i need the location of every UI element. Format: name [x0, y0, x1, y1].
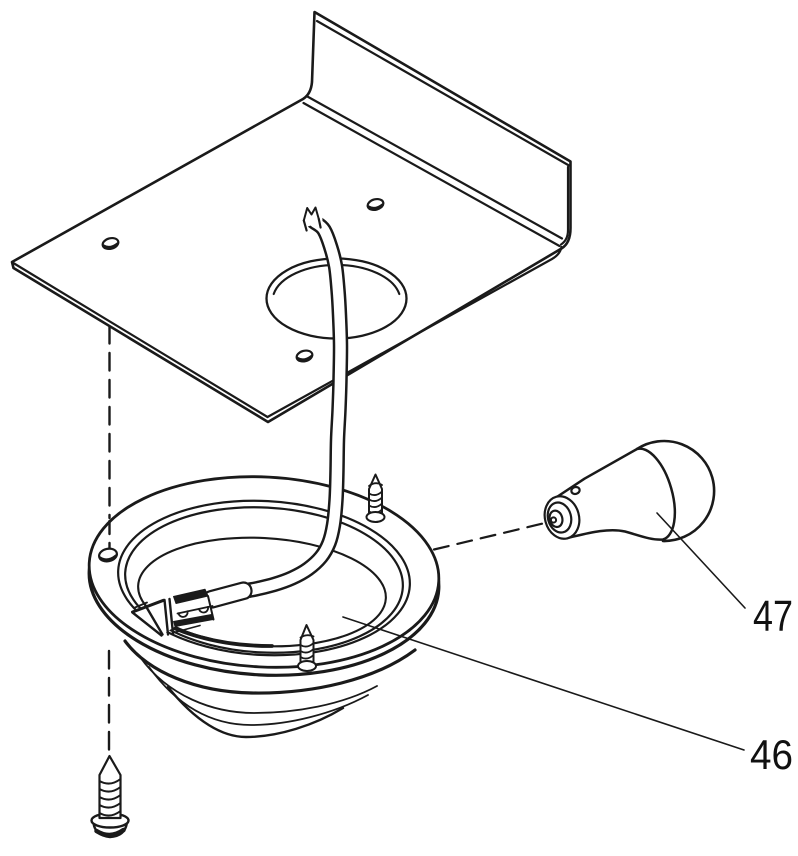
svg-text:47: 47	[753, 592, 793, 641]
svg-text:46: 46	[750, 731, 793, 778]
